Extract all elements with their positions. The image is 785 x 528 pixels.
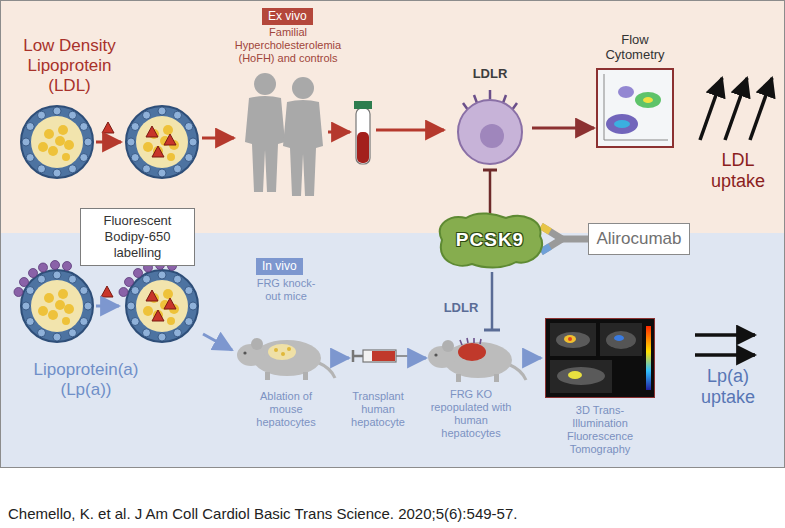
shape-graphic — [598, 70, 672, 146]
node-text: PCSK9 — [456, 229, 524, 251]
uptake-up-arrows — [700, 78, 772, 140]
shape-outline — [450, 88, 530, 168]
drug-box: Alirocumab — [588, 223, 690, 255]
shape-graphic — [450, 88, 530, 168]
cohort-label: Familial Hypercholesterolemia (HoFH) and… — [220, 26, 356, 65]
step-label: Transplant human hepatocyte — [342, 390, 414, 429]
shape-outline — [598, 70, 672, 146]
node-text: Fluorescent Bodipy-650 labelling — [87, 213, 188, 261]
result-label: Lp(a) uptake — [690, 366, 766, 408]
node-heading: LDLR — [460, 66, 520, 82]
node-heading: 3D Trans-Illumination Fluorescence Tomog… — [557, 404, 643, 456]
connector — [489, 170, 492, 216]
node-heading: Flow Cytometry — [595, 32, 675, 62]
node-text: Alirocumab — [596, 229, 681, 249]
step-label: FRG KO repopulated with human hepatocyte… — [430, 388, 512, 440]
flow-plot-box: Flow Cytometry — [596, 68, 674, 148]
node-text: Ex vivo — [268, 9, 307, 24]
step-label: Ablation of mouse hepatocytes — [250, 390, 322, 429]
node-text: In vivo — [262, 259, 297, 274]
tomography-image: 3D Trans-Illumination Fluorescence Tomog… — [545, 318, 655, 398]
labelling-box: Fluorescent Bodipy-650 labelling — [80, 208, 195, 266]
connector — [532, 127, 594, 130]
inhibition-line — [484, 272, 500, 330]
in-vivo-tag: In vivo — [256, 258, 303, 275]
shape-outline — [545, 318, 655, 398]
ex-vivo-tag: Ex vivo — [262, 8, 313, 25]
receptor-label: LDLR — [438, 300, 484, 316]
cell-circle: LDLR — [450, 88, 530, 168]
pcsk9-blob: PCSK9 — [432, 210, 548, 270]
uptake-right-arrows — [695, 335, 755, 355]
syringe — [353, 350, 412, 362]
result-label: LDL uptake — [700, 150, 776, 192]
particle-title: Lipoprotein(a) (Lp(a)) — [20, 360, 152, 400]
figure-caption: Chemello, K. et al. J Am Coll Cardiol Ba… — [8, 504, 778, 523]
model-label: FRG knock-out mice — [256, 277, 316, 303]
shape-graphic — [545, 318, 655, 398]
particle-title: Low Density Lipoprotein (LDL) — [12, 36, 127, 96]
antibody — [541, 226, 590, 252]
